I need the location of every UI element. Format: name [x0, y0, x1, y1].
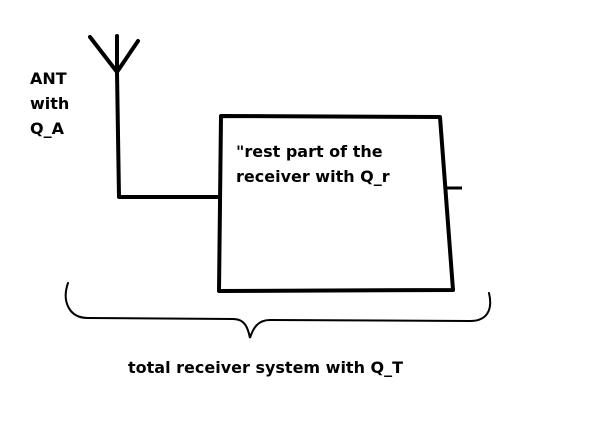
receiver-box-label-line1: "rest part of the: [236, 142, 383, 161]
antenna-label-line1: ANT: [30, 69, 67, 88]
receiver-box: [217, 114, 455, 293]
receiver-box-label-line2: receiver with Q_r: [236, 167, 390, 186]
antenna-label-line3: Q_A: [30, 119, 64, 138]
total-system-label: total receiver system with Q_T: [128, 358, 404, 377]
receiver-box-label: "rest part of the receiver with Q_r: [236, 139, 390, 189]
system-brace: [64, 282, 492, 339]
antenna-icon: [88, 34, 140, 74]
antenna-feed-line: [115, 71, 221, 199]
antenna-label: ANT with Q_A: [30, 66, 69, 141]
antenna-label-line2: with: [30, 94, 70, 113]
